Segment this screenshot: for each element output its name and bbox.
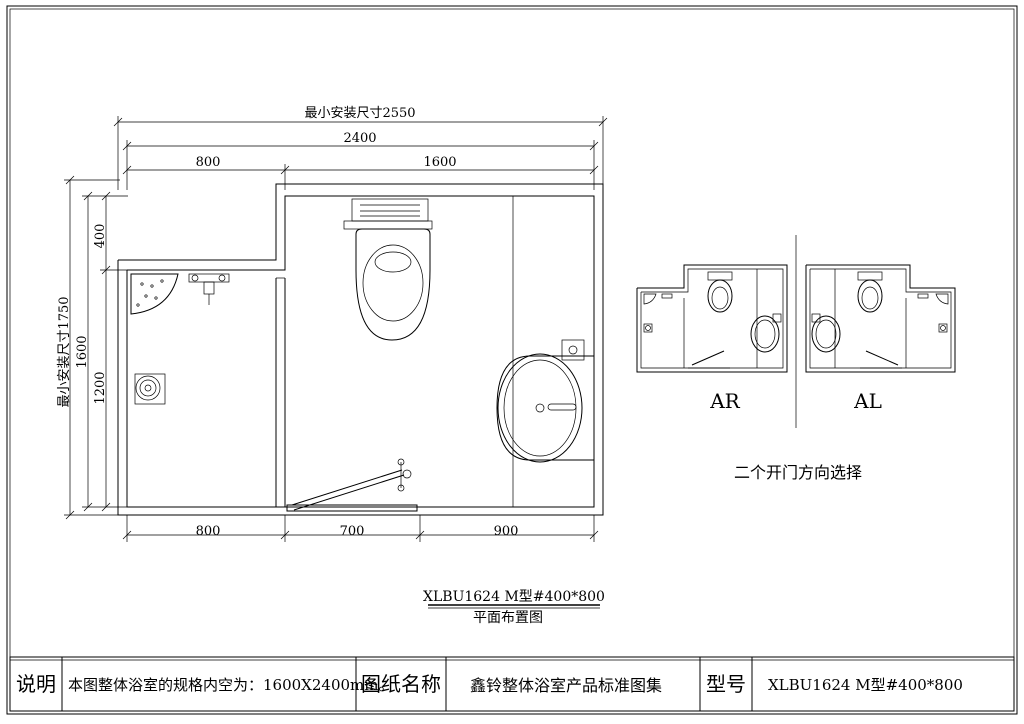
- title-block: [9, 656, 1015, 712]
- title-note-text: 本图整体浴室的规格内空为：1600X2400mm。: [68, 676, 393, 694]
- dim-top-right: 1600: [423, 155, 456, 170]
- model-caption: XLBU1624 M型#400*800: [423, 589, 605, 605]
- variant-ar-label: AR: [709, 389, 740, 413]
- toilet-icon: [343, 198, 433, 341]
- dimension-lines: [64, 116, 608, 542]
- view-caption: 平面布置图: [473, 610, 543, 626]
- dim-depth-400: 400: [93, 224, 108, 249]
- main-plan: 最小安装尺寸2550 2400 800 1600 800 700 900 最小安…: [57, 106, 608, 542]
- wash-basin-icon: [496, 339, 594, 463]
- variant-note: 二个开门方向选择: [734, 463, 862, 482]
- dim-bottom-left: 800: [196, 524, 221, 539]
- variant-al-plan: [805, 264, 956, 373]
- outer-wall: [117, 183, 604, 516]
- title-model-text: XLBU1624 M型#400*800: [768, 676, 963, 694]
- dim-bottom-right: 900: [494, 524, 519, 539]
- dim-depth-1200: 1200: [93, 371, 108, 404]
- variant-ar-plan: [636, 264, 788, 373]
- door-icon: [286, 458, 418, 512]
- dim-min-install-depth: 最小安装尺寸1750: [57, 296, 72, 407]
- dim-width-total: 2400: [343, 131, 376, 146]
- dim-bottom-mid: 700: [340, 524, 365, 539]
- corner-shelf-icon: [130, 273, 179, 315]
- title-note-header: 说明: [16, 672, 56, 696]
- title-name-header: 图纸名称: [361, 672, 441, 696]
- dim-min-install-width: 最小安装尺寸2550: [304, 106, 415, 121]
- floor-drain-icon: [134, 373, 166, 405]
- sheet-border: [6, 5, 1018, 715]
- dim-depth-1600: 1600: [75, 335, 90, 368]
- inner-wall: [126, 195, 595, 508]
- title-model-header: 型号: [706, 672, 746, 696]
- dim-top-left: 800: [196, 155, 221, 170]
- title-name-text: 鑫铃整体浴室产品标准图集: [470, 676, 662, 695]
- shower-mixer-icon: [188, 273, 230, 305]
- variant-al-label: AL: [853, 389, 882, 413]
